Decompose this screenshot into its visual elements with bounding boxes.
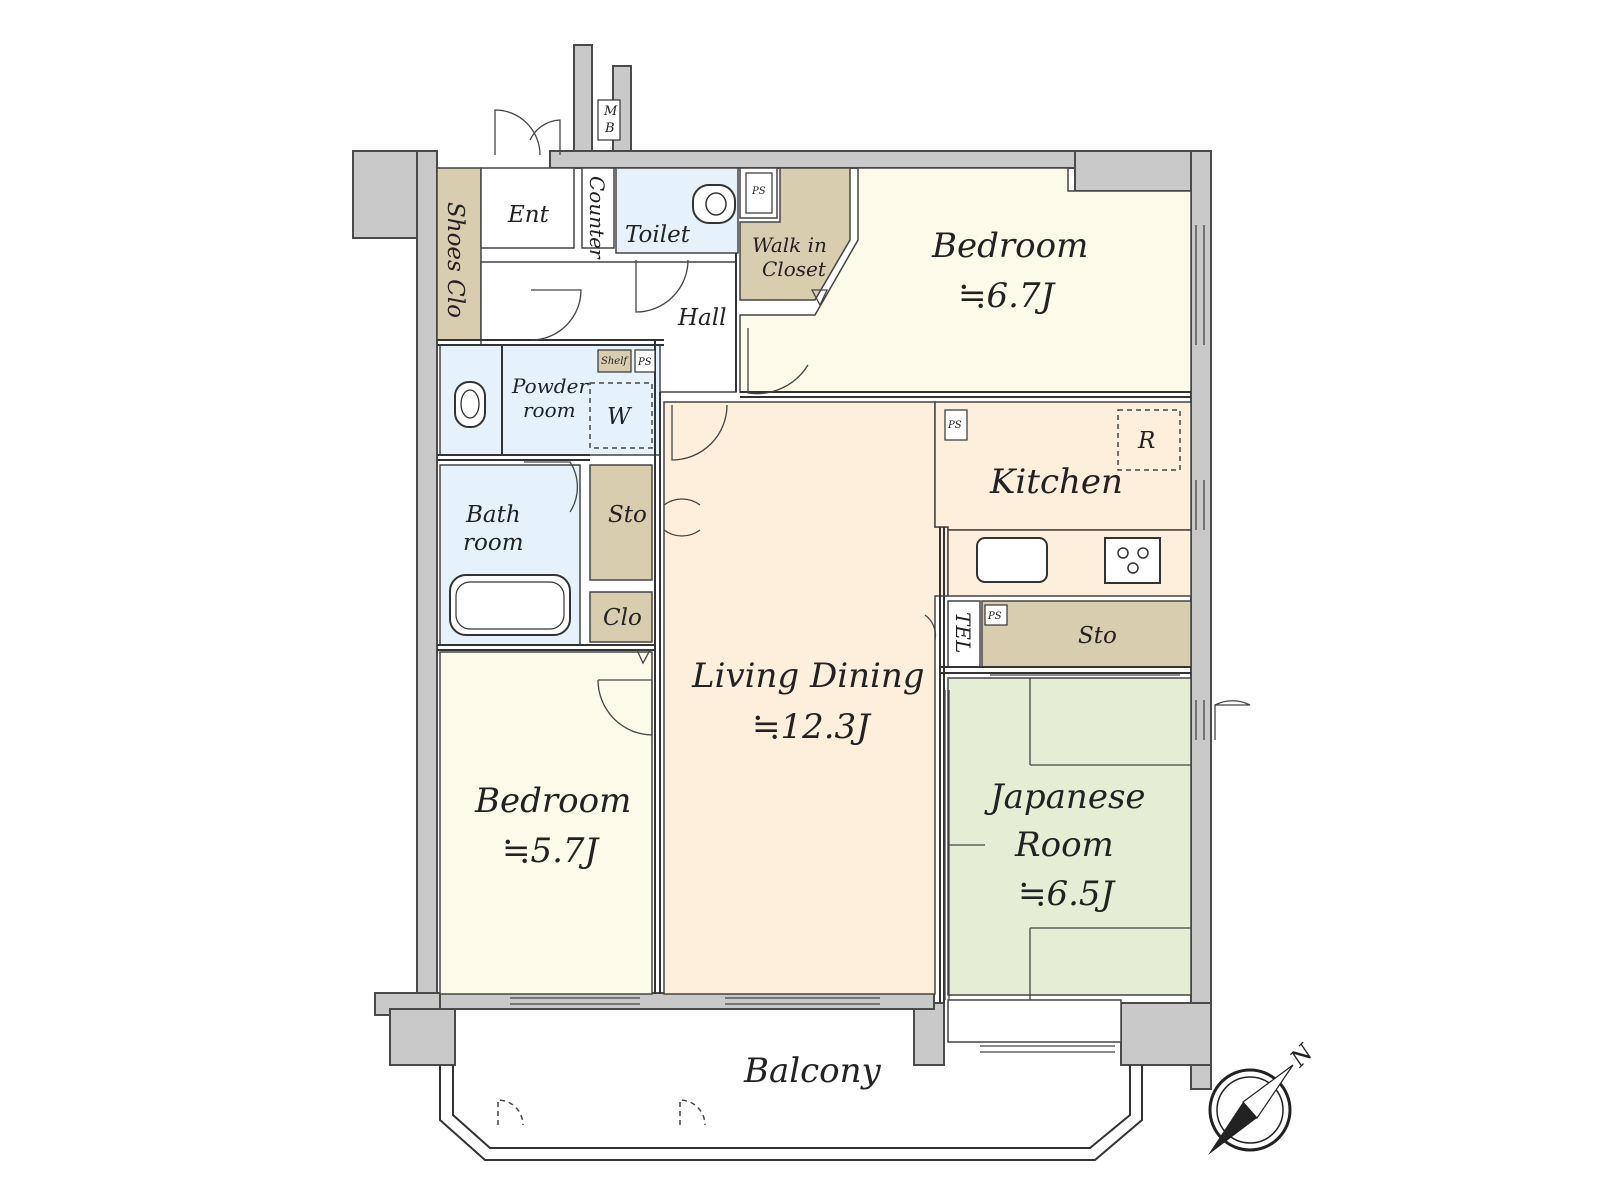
meter-box <box>597 99 621 141</box>
pipe-space-box-4 <box>984 604 1008 626</box>
balcony-outline <box>439 1065 1143 1161</box>
label-shoes-closet: Shoes Clo <box>442 202 468 318</box>
compass-ring-outer <box>1208 1068 1292 1152</box>
label-shelf: Shelf <box>601 356 629 367</box>
label-living-dining: Living Dining <box>691 656 925 696</box>
label-bedroom-2: Bedroom <box>474 781 631 821</box>
label-telephone: TEL <box>951 612 975 653</box>
label-balcony: Balcony <box>743 1051 882 1091</box>
label-pipe-space-2: PS <box>637 357 652 368</box>
compass: N <box>1208 1039 1319 1155</box>
label-meter-box-line1: M <box>603 104 618 119</box>
label-storage-2: Sto <box>1078 623 1117 649</box>
label-kitchen: Kitchen <box>989 462 1123 502</box>
label-powder-room-line2: room <box>523 398 576 422</box>
stove-fixture <box>1104 537 1161 584</box>
label-walk-in-closet-line1: Walk in <box>752 233 827 257</box>
toilet-bowl <box>705 192 727 216</box>
label-entrance: Ent <box>507 202 550 228</box>
refrigerator-space <box>1117 409 1181 471</box>
bathtub-fixture <box>449 574 571 636</box>
outer-walls <box>352 44 1212 1090</box>
label-bath-room-line1: Bath <box>465 502 521 528</box>
pipe-space-box-3 <box>944 409 968 441</box>
label-storage-1: Sto <box>608 502 647 528</box>
label-powder-room-line1: Powder <box>511 374 589 398</box>
label-toilet: Toilet <box>625 222 691 248</box>
sink-fixture <box>454 381 486 428</box>
pipe-space-box-1 <box>745 172 773 214</box>
tatami-mats <box>948 678 1191 1000</box>
label-pipe-space-3: PS <box>947 420 962 431</box>
fixtures <box>449 99 1181 636</box>
label-bedroom-1: Bedroom <box>931 226 1088 266</box>
shelf-box <box>597 349 632 373</box>
label-japanese-room-line1: Japanese <box>984 777 1146 817</box>
label-refrigerator: R <box>1137 428 1155 454</box>
partitions <box>437 253 1191 1003</box>
label-bedroom-1-size: ≒6.7J <box>958 276 1057 316</box>
label-pipe-space-4: PS <box>987 611 1002 622</box>
label-living-dining-size: ≒12.3J <box>752 707 872 747</box>
washer-area <box>589 382 653 449</box>
label-meter-box-line2: B <box>604 121 615 136</box>
label-japanese-room-line2: Room <box>1014 825 1114 865</box>
kitchen-sink-fixture <box>976 537 1048 583</box>
label-bedroom-2-size: ≒5.7J <box>502 831 601 871</box>
room-labels: Ent Shoes Clo Counter Toilet Walk in Clo… <box>442 104 1155 1091</box>
label-closet: Clo <box>603 605 642 631</box>
label-hall: Hall <box>677 305 726 331</box>
label-walk-in-closet-line2: Closet <box>762 257 827 281</box>
label-counter: Counter <box>585 176 609 260</box>
compass-ring-inner <box>1216 1076 1284 1144</box>
label-pipe-space-1: PS <box>751 186 766 197</box>
windows <box>510 225 1205 1053</box>
label-japanese-room-size: ≒6.5J <box>1018 874 1117 914</box>
label-bath-room-line2: room <box>463 530 524 556</box>
pipe-space-box-2 <box>634 349 656 373</box>
doors <box>494 109 1251 1126</box>
room-fills <box>436 167 1192 1043</box>
label-washer: W <box>607 404 633 430</box>
